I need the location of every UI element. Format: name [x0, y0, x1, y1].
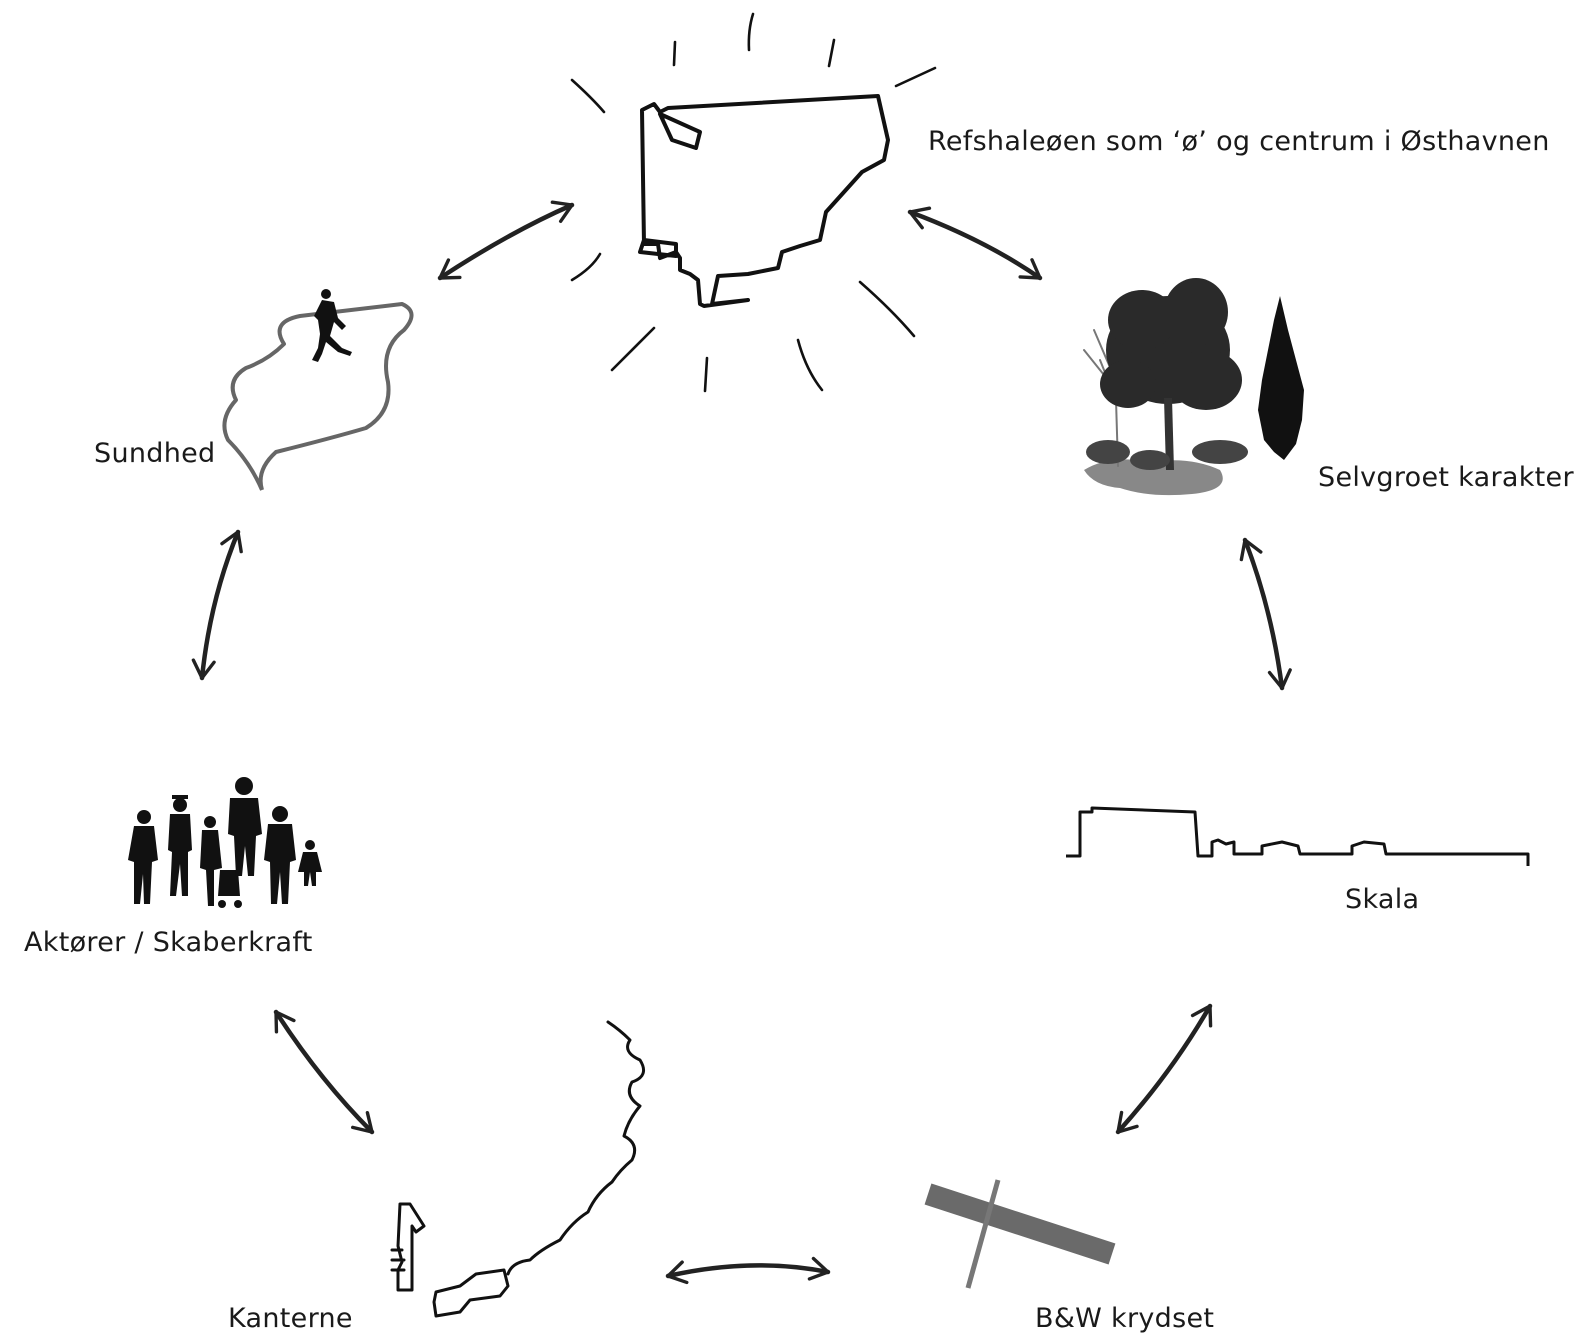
- arrow-sundhed-aktorer: [191, 529, 243, 681]
- node-label-kanterne: Kanterne: [228, 1303, 353, 1334]
- trees-silhouette-icon: [1083, 278, 1304, 496]
- node-label-refshaleoen: Refshaleøen som ‘ø’ og centrum i Østhavn…: [928, 126, 1550, 157]
- connection-arrows: [191, 200, 1292, 1285]
- arrow-skala-bw: [1115, 1003, 1213, 1135]
- arrow-selvgroet-skala: [1239, 537, 1292, 691]
- coastline-icon: [390, 1020, 646, 1318]
- runner-path-icon: [222, 289, 414, 491]
- crossing-bars-icon: [924, 1179, 1116, 1289]
- people-silhouette-icon: [128, 777, 322, 908]
- node-label-bw-krydset: B&W krydset: [1035, 1303, 1215, 1334]
- node-label-skala: Skala: [1345, 884, 1420, 915]
- arrow-sundhed-refshaleoen: [437, 200, 575, 281]
- skyline-icon: [1066, 806, 1530, 866]
- island-outline-sun-icon: [570, 12, 937, 393]
- node-label-selvgroet: Selvgroet karakter: [1318, 462, 1574, 493]
- node-label-sundhed: Sundhed: [94, 438, 216, 469]
- node-label-aktorer: Aktører / Skaberkraft: [24, 927, 313, 958]
- arrow-refshaleoen-selvgroet: [907, 206, 1043, 281]
- arrow-aktorer-kanterne: [273, 1009, 375, 1135]
- arrow-kanterne-bw: [665, 1256, 831, 1285]
